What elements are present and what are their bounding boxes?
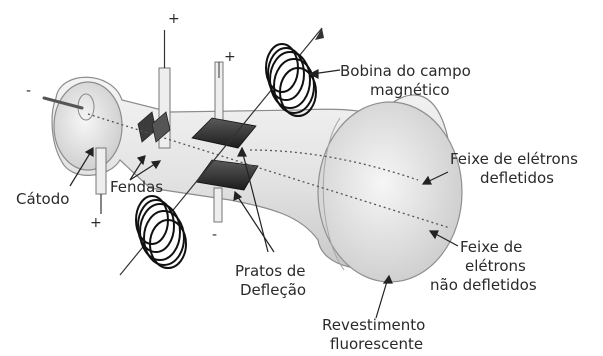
deflection-plate-bottom-rod [213, 187, 223, 223]
fluorescent-screen [317, 101, 463, 283]
leader-pratos-2 [235, 193, 275, 253]
label-fendas: Fendas [110, 178, 164, 196]
label-bobina-line1: Bobina do campo [340, 62, 471, 80]
label-revestimento-line2: fluorescente [330, 335, 424, 353]
slits [137, 111, 171, 143]
label-feixe-nao-line1: Feixe de [460, 238, 523, 256]
sign-bottom-plate-minus: - [212, 227, 218, 243]
label-pratos-line1: Pratos de [235, 262, 306, 280]
magnetic-coil-bottom [135, 195, 187, 269]
magnetic-coil-top [265, 43, 317, 117]
sign-cathode-minus: - [26, 83, 32, 99]
label-feixe-nao-line2: elétrons [465, 257, 526, 275]
label-feixe-nao-line3: não defletidos [430, 276, 537, 294]
label-feixe-defletidos-line2: defletidos [480, 169, 554, 187]
label-revestimento-line1: Revestimento [322, 316, 426, 334]
deflection-plate-top [191, 117, 257, 149]
leader-revestimento [375, 277, 389, 319]
sign-top-plate-plus: + [224, 49, 236, 65]
sign-top-rod-plus: + [168, 11, 180, 27]
leader-catodo [69, 149, 93, 187]
label-bobina-line2: magnético [370, 81, 450, 99]
sign-bottom-rod-plus: + [90, 215, 102, 231]
anode-rod-bottom [95, 147, 107, 195]
cathode-wire [42, 96, 84, 110]
label-feixe-defletidos-line1: Feixe de elétrons [450, 150, 578, 168]
label-pratos-line2: Defleção [240, 281, 307, 299]
deflection-plate-bottom [195, 159, 259, 191]
label-catodo: Cátodo [16, 190, 70, 208]
leader-pratos-1 [241, 149, 269, 253]
beam-undeflected [87, 113, 451, 229]
